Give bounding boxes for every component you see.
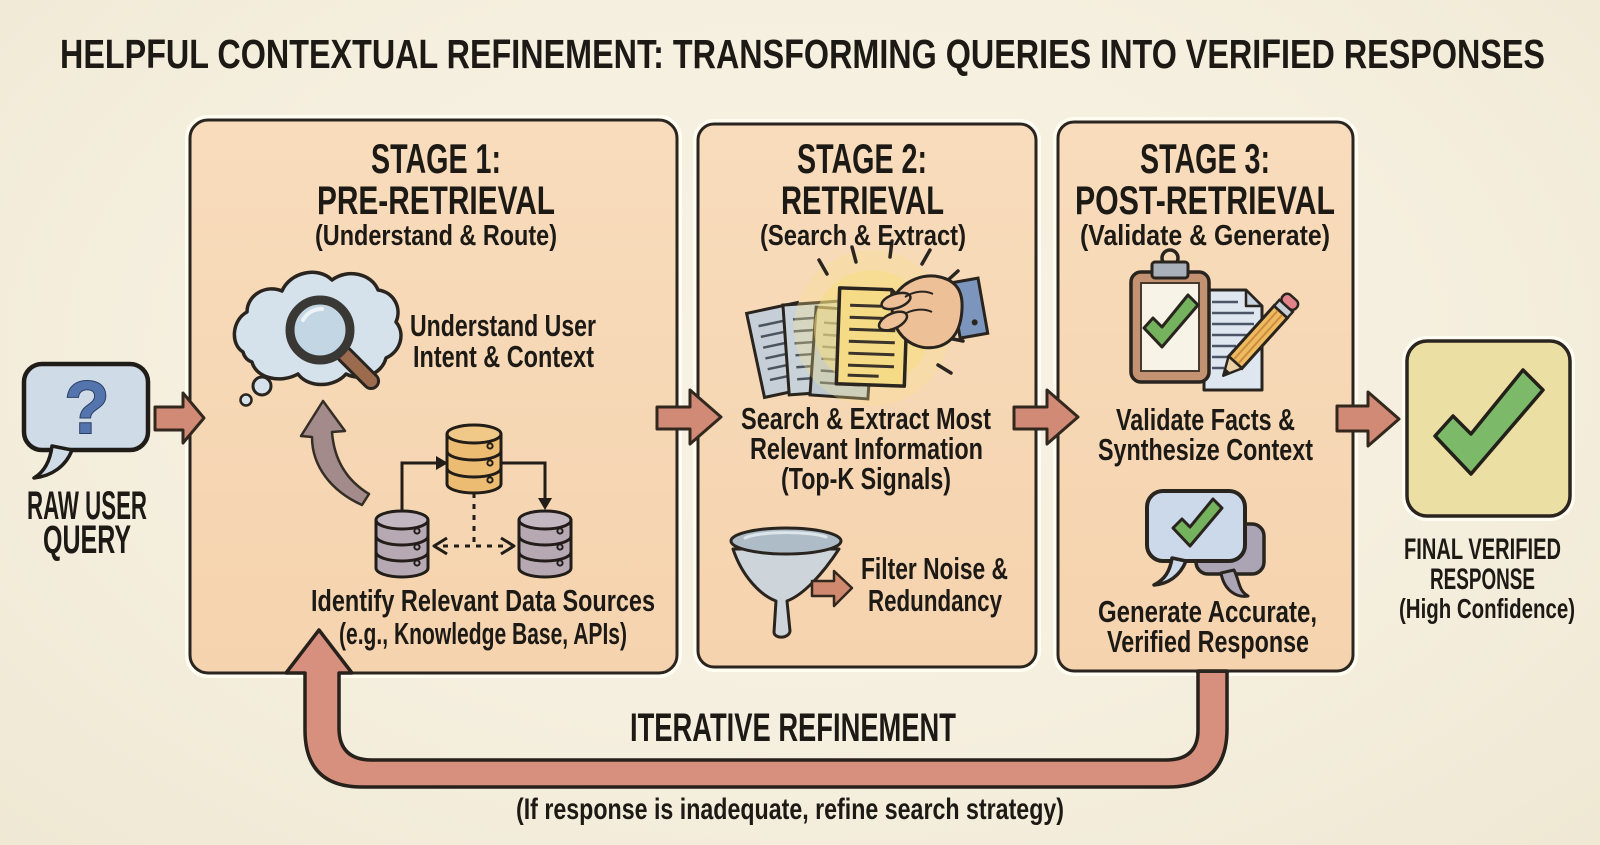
- stage1-text: STAGE 1: PRE-RETRIEVAL (Understand & Rou…: [311, 135, 655, 651]
- final-label-line2: RESPONSE: [1430, 563, 1535, 596]
- stage2-item2-line2: Redundancy: [868, 583, 1003, 618]
- final-checkmark-icon: [1433, 368, 1545, 476]
- raw-user-query-line2: QUERY: [43, 518, 131, 562]
- iterative-loop-arrow: [284, 628, 1229, 789]
- stage1-item1-line1: Understand User: [410, 308, 596, 343]
- loop-note: (If response is inadequate, refine searc…: [516, 793, 1064, 826]
- stage1-item2-line2: (e.g., Knowledge Base, APIs): [339, 616, 627, 651]
- stage2-item2-line1: Filter Noise &: [861, 551, 1008, 586]
- chat-bubbles-check-icon: [1145, 489, 1266, 598]
- flow-arrow-2: [655, 388, 723, 446]
- stage1-name: PRE-RETRIEVAL: [317, 179, 555, 223]
- question-speech-bubble-icon: ?: [21, 361, 151, 480]
- database-right-icon: [517, 509, 573, 579]
- hand-icon: [877, 274, 990, 350]
- document-pencil-icon: [1202, 288, 1300, 392]
- final-label-line1: FINAL VERIFIED: [1404, 533, 1561, 566]
- stage1-subtitle: (Understand & Route): [315, 220, 557, 252]
- clipboard-checkmark: [1142, 293, 1200, 349]
- stage2-text: STAGE 2: RETRIEVAL (Search & Extract) Se…: [741, 135, 1008, 618]
- stage2-item1-line1: Search & Extract Most: [741, 401, 991, 436]
- documents-hand-pick-icon: [744, 239, 990, 406]
- loop-labels: ITERATIVE REFINEMENT (If response is ina…: [516, 706, 1064, 826]
- diagram-title: HELPFUL CONTEXTUAL REFINEMENT: TRANSFORM…: [60, 31, 1545, 77]
- database-orange-icon: [445, 423, 503, 495]
- final-response-box: [1402, 336, 1575, 521]
- stage2-name: RETRIEVAL: [781, 179, 944, 223]
- flow-arrow-1: [153, 391, 206, 445]
- stage3-name: POST-RETRIEVAL: [1075, 179, 1335, 223]
- iterative-refinement-label: ITERATIVE REFINEMENT: [630, 706, 956, 750]
- final-sublabel: (High Confidence): [1399, 593, 1575, 624]
- clipboard-check-icon: [1129, 248, 1300, 392]
- stage3-subtitle: (Validate & Generate): [1080, 220, 1330, 252]
- stage2-item1-line3: (Top-K Signals): [781, 461, 951, 496]
- question-mark-glyph: ?: [64, 366, 109, 449]
- stage3-item1-line1: Validate Facts &: [1116, 402, 1295, 437]
- stage3-item2-line1: Generate Accurate,: [1098, 594, 1317, 629]
- funnel-icon: [729, 526, 843, 639]
- flow-arrow-4: [1335, 390, 1401, 448]
- database-left-icon: [374, 509, 430, 579]
- stage3-text: STAGE 3: POST-RETRIEVAL (Validate & Gene…: [1075, 135, 1335, 659]
- curved-up-arrow-icon: [299, 399, 371, 507]
- stage2-title: STAGE 2:: [797, 135, 927, 182]
- flow-arrow-3: [1012, 388, 1080, 446]
- stage1-title: STAGE 1:: [371, 135, 501, 182]
- raw-user-query-label: RAW USER QUERY: [27, 484, 147, 562]
- stage2-subtitle: (Search & Extract): [760, 220, 966, 252]
- stage1-item1-line2: Intent & Context: [413, 339, 594, 374]
- stage3-title: STAGE 3:: [1140, 135, 1270, 182]
- chat-bubble-front: [1145, 489, 1247, 587]
- thought-cloud-magnifier-icon: [232, 270, 403, 407]
- final-response-label: FINAL VERIFIED RESPONSE (High Confidence…: [1399, 533, 1575, 624]
- database-network-icon: [374, 423, 573, 579]
- stage1-item2-line1: Identify Relevant Data Sources: [311, 583, 655, 618]
- funnel-arrow-icon: [810, 569, 854, 608]
- bubble-checkmark: [1171, 497, 1224, 548]
- raw-user-query-line1: RAW USER: [27, 484, 147, 528]
- stage3-item2-line2: Verified Response: [1107, 624, 1309, 659]
- stage3-item1-line2: Synthesize Context: [1098, 432, 1313, 467]
- stage2-item1-line2: Relevant Information: [750, 431, 983, 466]
